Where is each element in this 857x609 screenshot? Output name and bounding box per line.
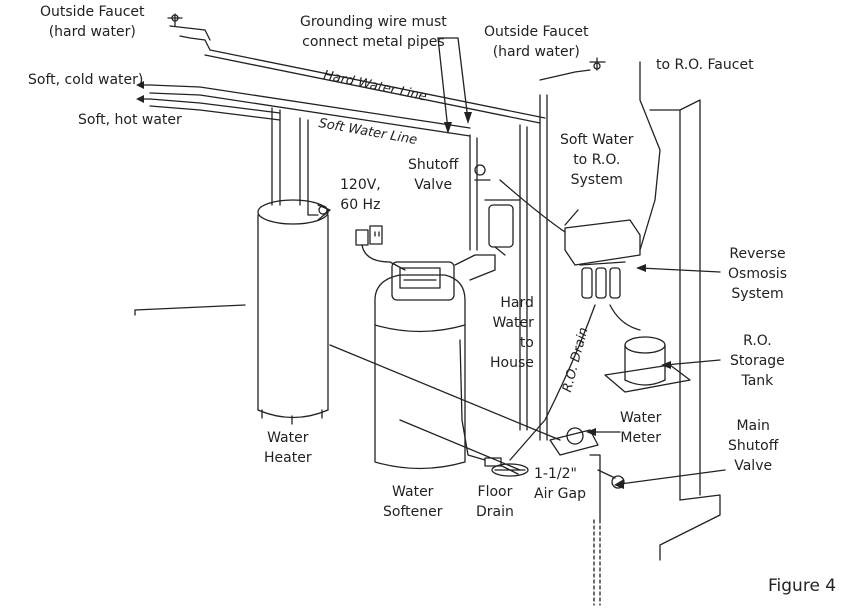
- ro-tank-shelf: [604, 364, 691, 393]
- label-power: 120V, 60 Hz: [340, 177, 381, 213]
- ro-drain-tube: [509, 304, 596, 461]
- label-ro-storage-tank: R.O. Storage Tank: [730, 333, 785, 389]
- water-meter: [549, 429, 599, 456]
- label-shutoff-valve: Shutoff Valve: [408, 157, 459, 193]
- heater-pipes: [271, 107, 331, 221]
- soft-water-line: [149, 84, 471, 137]
- label-main-shutoff-valve: Main Shutoff Valve: [728, 418, 779, 474]
- ro-unit: [564, 219, 641, 266]
- soft-hot-line: [149, 98, 281, 121]
- ro-faucet-tube: [639, 61, 661, 251]
- label-outside-faucet-right: Outside Faucet (hard water): [484, 24, 589, 60]
- main-shutoff: [589, 454, 616, 521]
- label-water-softener: Water Softener: [383, 484, 443, 520]
- label-floor-drain: Floor Drain: [476, 484, 514, 520]
- right-faucet: [539, 57, 606, 81]
- water-heater-body: [257, 214, 329, 411]
- label-to-ro-faucet: to R.O. Faucet: [656, 57, 754, 73]
- ro-tank-tube: [609, 304, 641, 331]
- right-wall: [649, 99, 701, 501]
- wall-outline: [134, 304, 246, 316]
- hard-water-to-house-pipes: [519, 124, 528, 431]
- left-faucet: [167, 13, 211, 41]
- softener-body: [374, 274, 466, 470]
- hard-water-line: [179, 35, 546, 124]
- power-cord: [361, 244, 406, 271]
- label-hard-water-to-house: Hard Water to House: [490, 295, 534, 371]
- label-air-gap: 1-1/2" Air Gap: [534, 466, 586, 502]
- floor-wall-edge: [659, 494, 721, 561]
- label-grounding-wire: Grounding wire must connect metal pipes: [300, 14, 447, 50]
- label-soft-cold-water: Soft, cold water): [28, 72, 144, 88]
- floor-line: [329, 344, 561, 471]
- label-water-heater: Water Heater: [264, 430, 312, 466]
- label-outside-faucet-left: Outside Faucet (hard water): [40, 4, 145, 40]
- figure-caption: Figure 4: [768, 576, 837, 596]
- softener-valve: [454, 254, 496, 281]
- softener-drain-line: [459, 339, 486, 461]
- label-reverse-osmosis: Reverse Osmosis System: [728, 246, 787, 302]
- label-water-meter: Water Meter: [620, 410, 662, 446]
- ro-feed-tube: [499, 179, 566, 233]
- label-soft-hot-water: Soft, hot water: [78, 112, 182, 128]
- prefilter: [488, 204, 514, 248]
- floor-drain: [491, 463, 529, 477]
- label-soft-water-to-ro: Soft Water to R.O. System: [560, 132, 634, 188]
